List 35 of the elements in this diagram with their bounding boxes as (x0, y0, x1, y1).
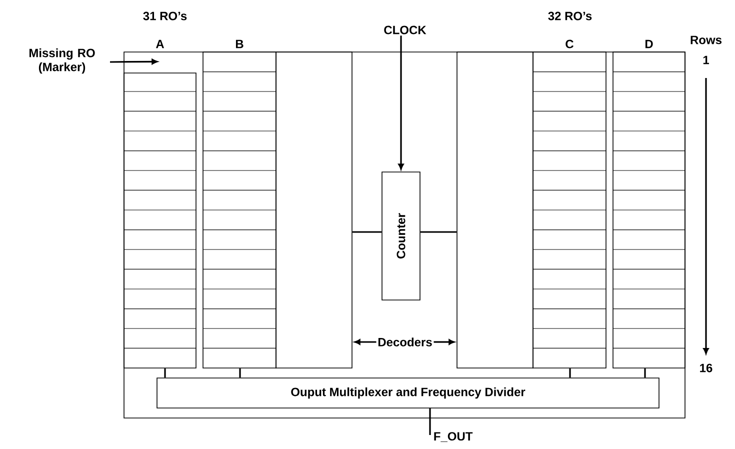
row-number: 16 (700, 364, 712, 372)
connector-line (420, 231, 457, 233)
connector-line (164, 368, 166, 378)
marker-label: Missing RO (Marker) (29, 48, 95, 74)
ro-count: 32 RO’s (548, 12, 592, 20)
ro-column (202, 52, 276, 368)
ro-column (532, 52, 606, 368)
decoder-box (276, 52, 352, 368)
ro-column (124, 72, 196, 368)
axis-title: Rows (690, 36, 722, 44)
column-letter: C (566, 40, 574, 48)
column-letter: D (645, 40, 653, 48)
multiplexer-box (156, 378, 660, 408)
node-label: Ouput Multiplexer and Frequency Divider (291, 387, 526, 399)
connector-line (239, 368, 241, 378)
decoder-box (456, 52, 534, 368)
connector-line (644, 368, 646, 378)
column-letter: A (156, 40, 164, 48)
column-letter: B (236, 40, 244, 48)
connector-line (429, 408, 431, 435)
chip-outline (124, 52, 686, 418)
signal-label: CLOCK (384, 26, 426, 34)
connector-line (569, 368, 571, 378)
signal-label: F_OUT (434, 432, 473, 442)
arrow (398, 36, 404, 170)
decoder-label: Decoders (378, 338, 432, 346)
ro-count: 31 RO’s (143, 12, 187, 20)
node-label: Counter (396, 213, 406, 259)
arrow (434, 339, 455, 345)
row-number: 1 (703, 56, 709, 64)
connector-line (352, 231, 382, 233)
arrow (110, 58, 158, 64)
ro-column (612, 52, 686, 368)
counter-box (382, 172, 420, 300)
arrow (354, 339, 376, 345)
